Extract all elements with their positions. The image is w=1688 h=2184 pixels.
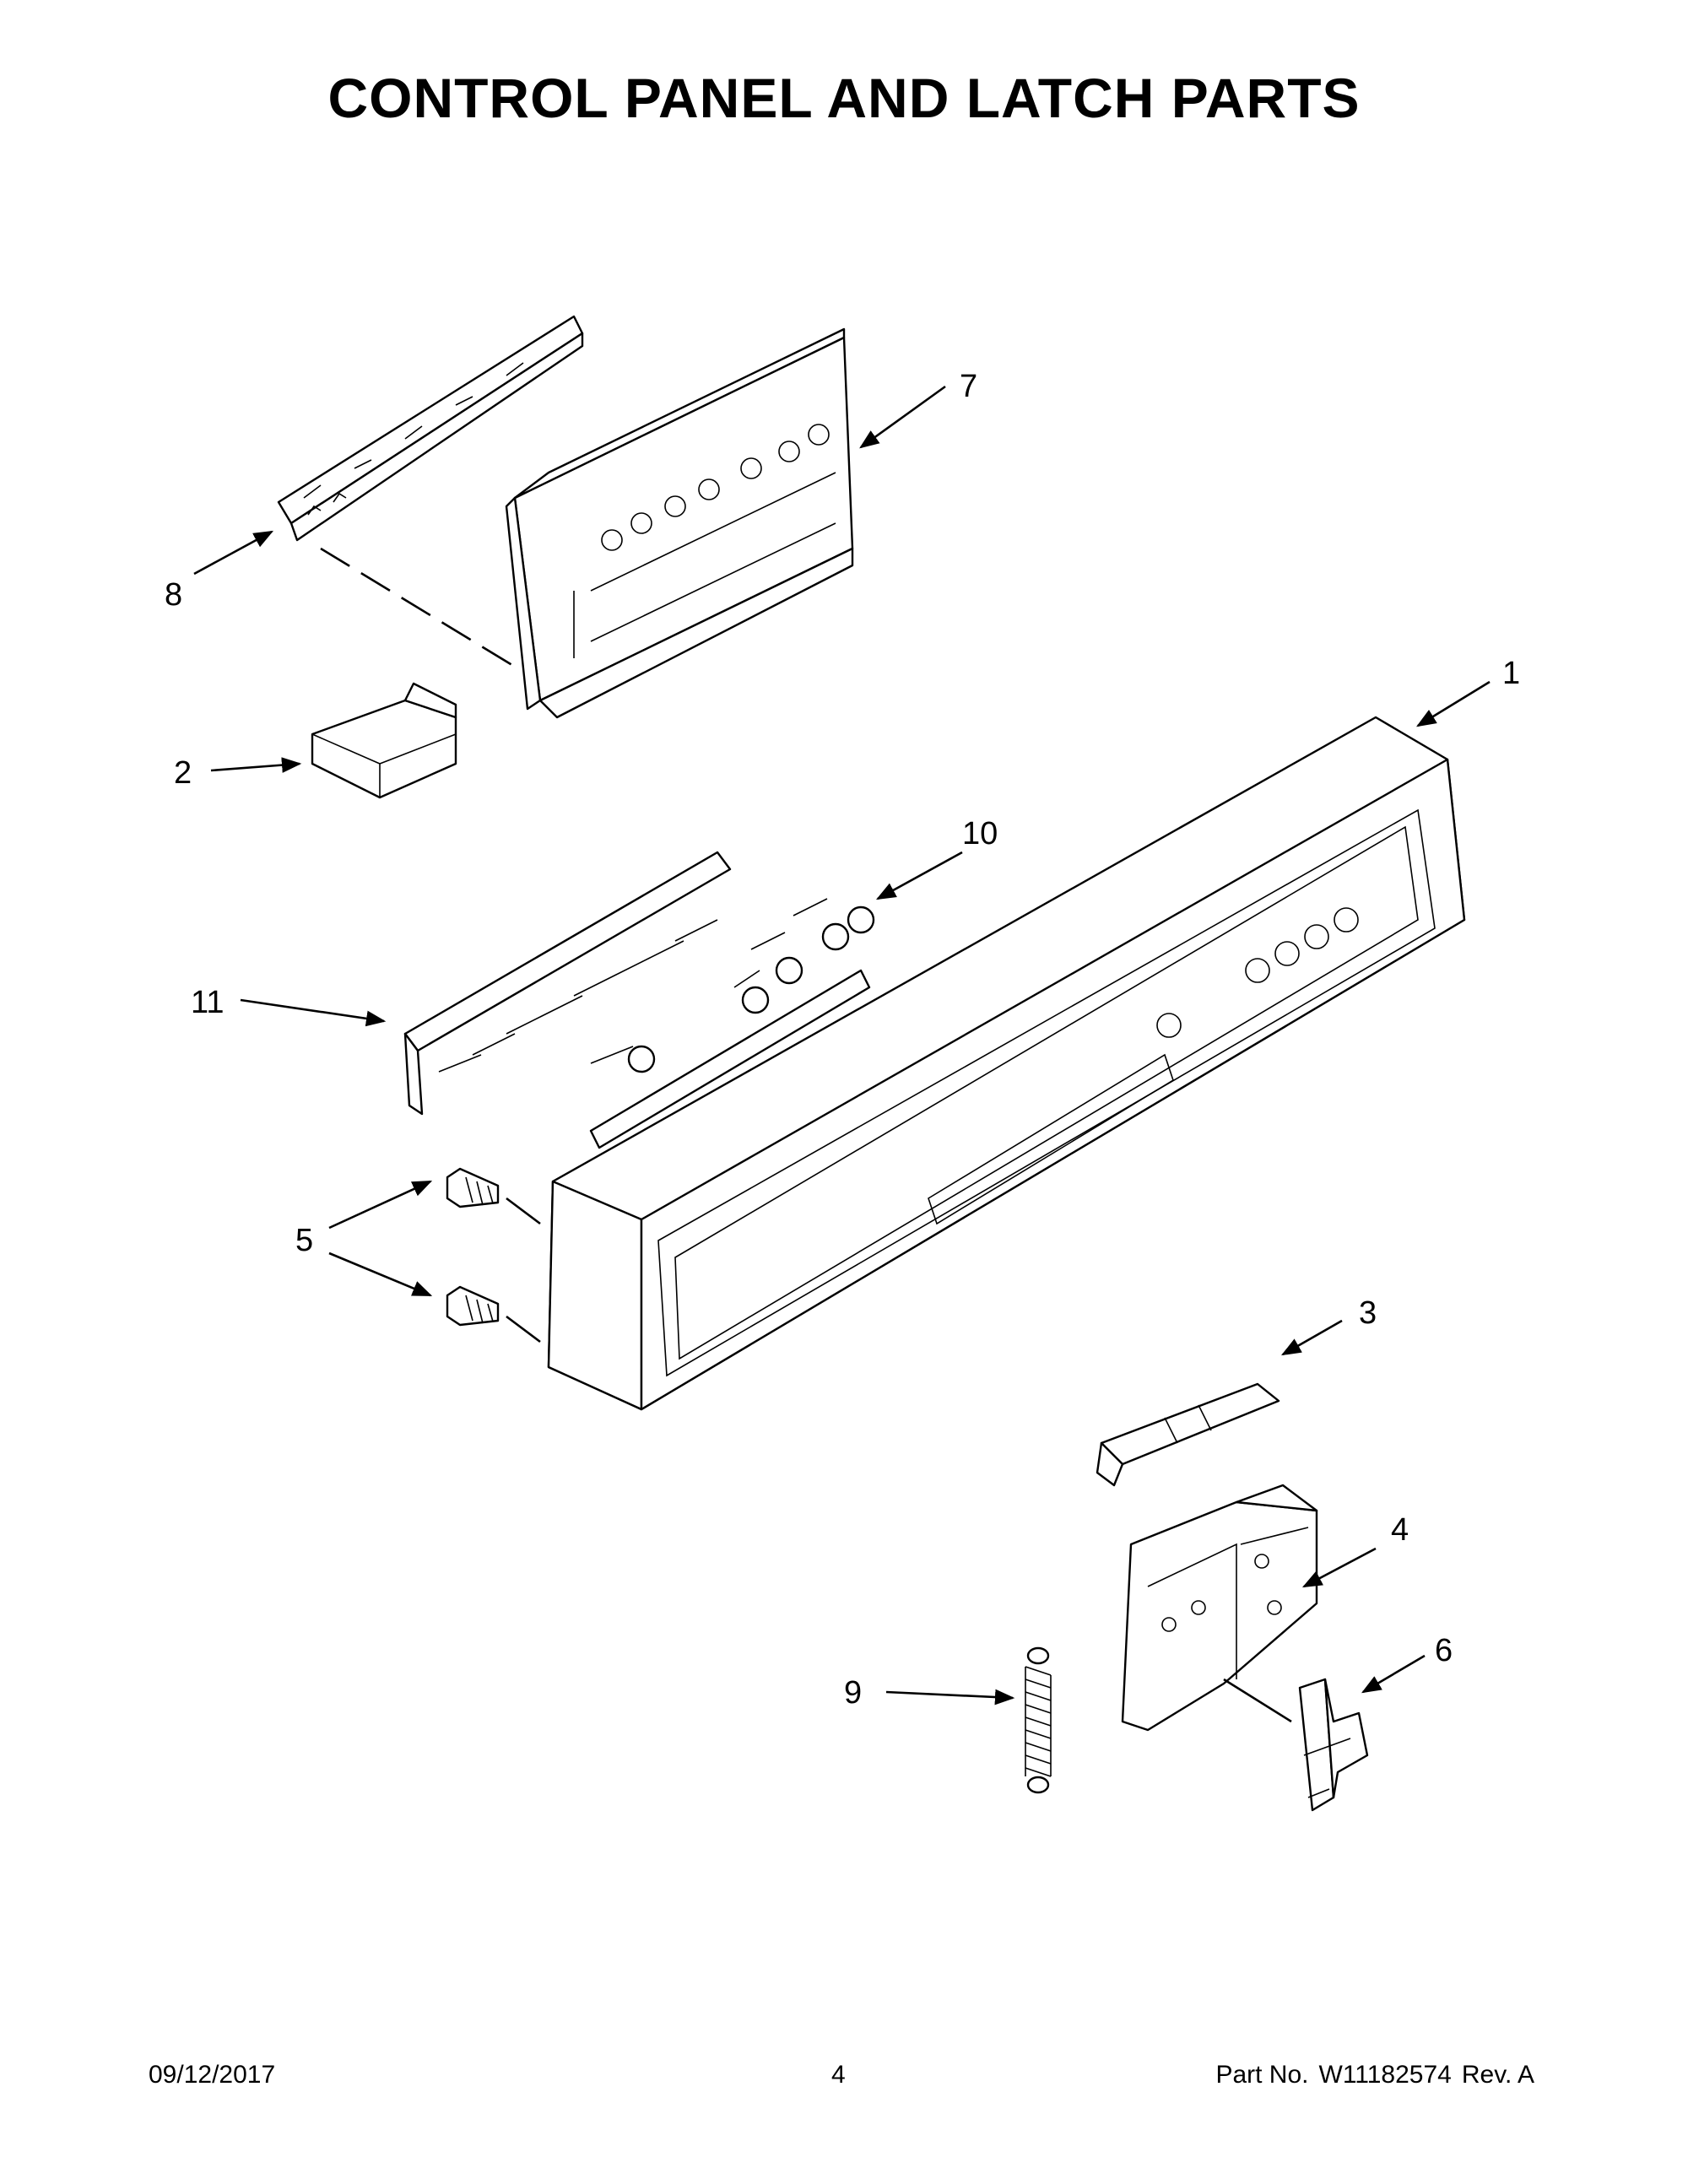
leader-arrow-7	[859, 385, 946, 449]
footer-page-number: 4	[831, 2061, 846, 2089]
callout-4: 4	[1391, 1512, 1409, 1548]
leader-arrow-3	[1280, 1319, 1343, 1356]
leader-arrow-8	[193, 530, 274, 576]
callout-10: 10	[962, 816, 998, 851]
callout-3: 3	[1359, 1295, 1377, 1331]
callout-9: 9	[844, 1675, 862, 1711]
page-title: CONTROL PANEL AND LATCH PARTS	[327, 67, 1361, 129]
leader-arrow-9	[885, 1689, 1015, 1706]
callout-7: 7	[960, 369, 977, 404]
part-8-to-7-assembly-line	[320, 547, 516, 668]
part-4-door-latch	[1121, 1484, 1318, 1732]
part-10-push-buttons	[590, 898, 875, 1073]
leader-arrow-2	[210, 757, 302, 773]
part-1-control-panel	[547, 716, 1466, 1411]
leader-arrows	[193, 385, 1491, 1706]
part-2-clip	[311, 682, 457, 799]
footer-date: 09/12/2017	[149, 2061, 276, 2089]
leader-arrow-5-lower	[328, 1251, 433, 1297]
leader-arrow-4	[1301, 1547, 1377, 1588]
callout-8: 8	[165, 577, 182, 613]
callout-6: 6	[1435, 1633, 1453, 1668]
footer-part-number: W11182574	[1318, 2061, 1452, 2089]
part-8-bracket	[277, 315, 584, 542]
footer-revision: Rev. A	[1461, 2061, 1534, 2089]
part-3-latch-handle	[1096, 1382, 1280, 1487]
callout-11: 11	[191, 985, 224, 1020]
callout-5: 5	[295, 1223, 313, 1258]
leader-arrow-5-upper	[328, 1180, 433, 1230]
footer-part-info: Part No. W11182574 Rev. A	[1205, 2061, 1534, 2089]
leader-arrow-10	[875, 851, 963, 900]
leader-arrow-1	[1416, 680, 1491, 727]
callout-1: 1	[1502, 656, 1520, 691]
part-9-spring	[1025, 1646, 1052, 1794]
part-7-control-board	[505, 327, 854, 719]
callout-2: 2	[174, 755, 192, 791]
part-6-latch-clip	[1298, 1678, 1369, 1812]
part-5-screws	[446, 1167, 541, 1343]
footer-part-label: Part No.	[1215, 2061, 1309, 2089]
part-11-button-holder	[403, 851, 871, 1149]
leader-arrow-6	[1361, 1654, 1426, 1694]
leader-arrow-11	[240, 998, 387, 1027]
